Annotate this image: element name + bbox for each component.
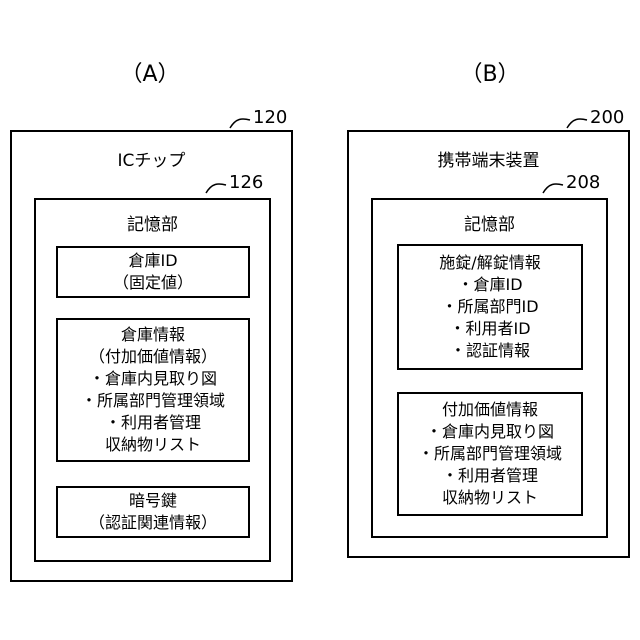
ref-208: 208 xyxy=(566,172,600,193)
ref-200: 200 xyxy=(590,107,624,128)
